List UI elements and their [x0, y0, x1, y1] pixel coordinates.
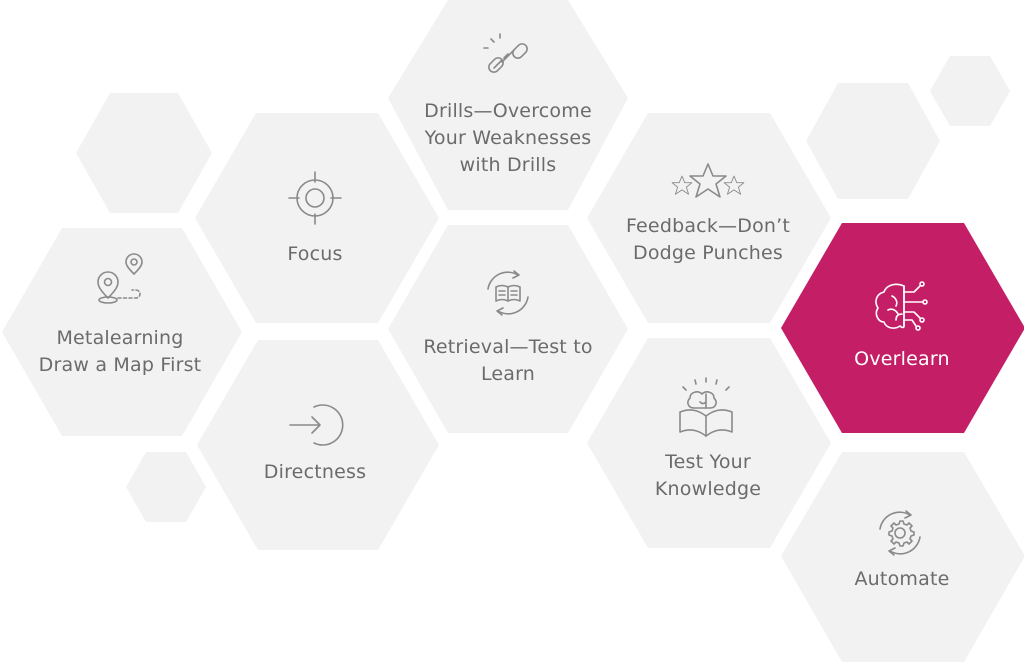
label-line: Drills—Overcome	[424, 100, 592, 122]
label-line: with Drills	[459, 154, 557, 176]
hex-retrieval	[388, 225, 628, 433]
label-line: Draw a Map First	[38, 354, 202, 376]
target-crosshair-icon	[288, 171, 342, 225]
hex-test-knowledge	[587, 338, 831, 548]
decor-hex	[930, 56, 1010, 126]
label-overlearn: Overlearn	[792, 346, 1012, 373]
label-line: Learn	[480, 363, 536, 385]
hex-feedback	[587, 113, 831, 323]
label-line: Your Weaknesses	[424, 127, 592, 149]
label-drills: Drills—Overcome Your Weaknesses with Dri…	[398, 98, 618, 179]
label-test-knowledge: Test Your Knowledge	[598, 449, 818, 503]
decor-hex	[76, 93, 212, 213]
hex-metalearning	[2, 228, 242, 436]
decor-hex	[806, 83, 940, 199]
label-line: Automate	[854, 568, 950, 590]
brain-circuit-icon	[875, 281, 928, 331]
label-feedback: Feedback—Don’t Dodge Punches	[598, 213, 818, 267]
label-line: Overlearn	[854, 348, 950, 370]
book-cycle-icon	[487, 270, 529, 316]
label-line: Focus	[287, 243, 343, 265]
label-line: Retrieval—Test to	[423, 336, 593, 358]
label-metalearning: Metalearning Draw a Map First	[10, 325, 230, 379]
hex-automate	[781, 452, 1024, 662]
label-line: Feedback—Don’t	[625, 215, 791, 237]
label-line: Directness	[263, 461, 367, 483]
label-directness: Directness	[205, 459, 425, 486]
label-focus: Focus	[205, 241, 425, 268]
hex-focus	[195, 113, 439, 323]
arrow-into-circle-icon	[289, 404, 344, 446]
label-line: Metalearning	[56, 327, 184, 349]
hex-drills	[388, 0, 628, 210]
label-retrieval: Retrieval—Test to Learn	[398, 334, 618, 388]
decor-hex	[126, 452, 206, 522]
label-line: Knowledge	[654, 478, 762, 500]
label-line: Dodge Punches	[633, 242, 783, 264]
chain-link-icon	[483, 33, 528, 73]
label-automate: Automate	[792, 566, 1012, 593]
label-line: Test Your	[665, 451, 751, 473]
map-pins-route-icon	[97, 253, 143, 304]
brain-on-book-icon	[679, 377, 733, 437]
three-stars-icon	[671, 163, 745, 198]
gear-cycle-icon	[879, 510, 921, 556]
